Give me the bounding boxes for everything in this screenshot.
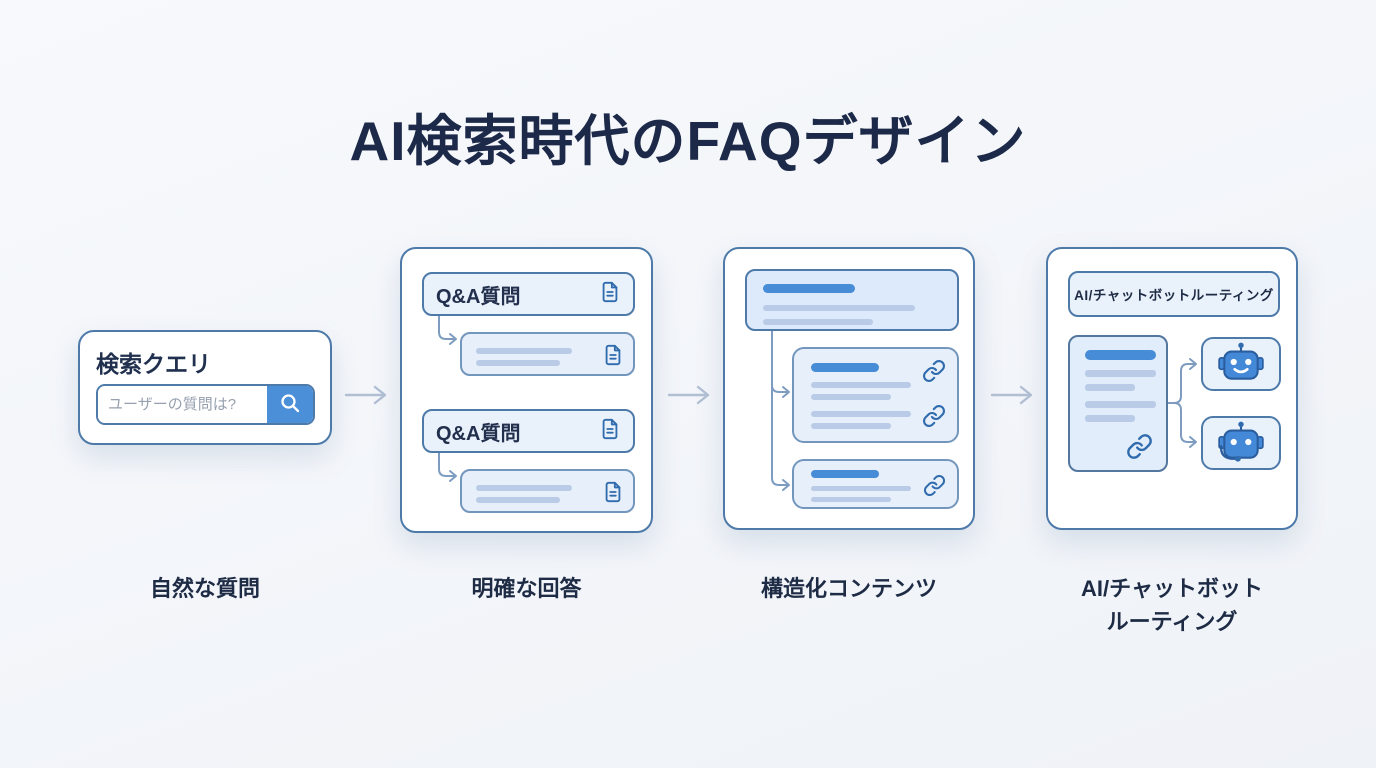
- search-panel-heading: 検索クエリ: [96, 351, 211, 377]
- text-line-placeholder: [476, 360, 560, 366]
- text-line-placeholder: [763, 319, 873, 325]
- title-bar-placeholder: [811, 363, 879, 372]
- document-icon: [599, 281, 621, 308]
- structured-parent-box: [745, 269, 959, 331]
- text-line-placeholder: [811, 382, 911, 388]
- document-icon: [602, 481, 624, 508]
- text-line-placeholder: [476, 485, 572, 491]
- fork-connector-icon: [1168, 358, 1197, 448]
- text-line-placeholder: [811, 411, 911, 417]
- chatbot-card-1: [1201, 337, 1281, 391]
- step-label-line2: ルーティング: [1106, 609, 1238, 634]
- structured-child-box-2: [792, 459, 959, 509]
- search-button[interactable]: [267, 386, 313, 423]
- title-bar-placeholder: [811, 470, 879, 478]
- text-line-placeholder: [1085, 370, 1156, 377]
- qa-question-box-1: Q&A質問: [422, 272, 635, 316]
- page-title: AI検索時代のFAQデザイン: [349, 110, 1027, 172]
- text-line-placeholder: [1085, 415, 1135, 422]
- search-bar: [96, 384, 315, 425]
- flow-arrow-icon: [344, 385, 387, 405]
- structured-child-box-1: [792, 347, 959, 443]
- step-label-line1: AI/チャットボット: [1081, 576, 1263, 601]
- link-icon: [922, 359, 946, 388]
- link-icon: [1126, 433, 1153, 465]
- text-line-placeholder: [476, 348, 572, 354]
- qa-answer-box-1: [460, 332, 635, 376]
- chatbot-card-2: [1201, 416, 1281, 470]
- flow-arrow-icon: [990, 385, 1033, 405]
- step-label-clear-answer: 明確な回答: [471, 576, 582, 601]
- step-label-structured-content: 構造化コンテンツ: [760, 576, 937, 601]
- text-line-placeholder: [763, 305, 915, 311]
- search-icon: [278, 391, 302, 418]
- text-line-placeholder: [811, 497, 891, 502]
- text-line-placeholder: [811, 423, 891, 429]
- link-icon: [922, 404, 946, 433]
- step-label-chatbot-routing: AI/チャットボット ルーティング: [1046, 572, 1298, 638]
- robot-smile-icon: [1216, 341, 1266, 388]
- search-input[interactable]: [98, 386, 267, 423]
- text-line-placeholder: [1085, 401, 1156, 408]
- qa-question-label: Q&A質問: [436, 285, 521, 308]
- routing-header: AI/チャットボットルーティング: [1068, 271, 1280, 317]
- elbow-connector-icon: [438, 453, 457, 482]
- elbow-connector-icon: [438, 316, 457, 345]
- panel-chatbot-routing: AI/チャットボットルーティング: [1046, 247, 1298, 530]
- document-icon: [602, 344, 624, 371]
- panel-structured-content: [723, 247, 975, 530]
- qa-answer-box-2: [460, 469, 635, 513]
- link-icon: [923, 474, 946, 502]
- title-bar-placeholder: [763, 284, 855, 293]
- title-bar-placeholder: [1085, 350, 1156, 360]
- step-label-natural-question: 自然な質問: [149, 576, 260, 601]
- robot-headset-icon: [1216, 420, 1266, 467]
- text-line-placeholder: [1085, 384, 1135, 391]
- text-line-placeholder: [811, 394, 891, 400]
- qa-question-box-2: Q&A質問: [422, 409, 635, 453]
- tree-connector-icon: [771, 331, 790, 491]
- text-line-placeholder: [811, 486, 911, 491]
- routing-source-card: [1068, 335, 1168, 472]
- qa-question-label: Q&A質問: [436, 422, 521, 445]
- flow-arrow-icon: [667, 385, 710, 405]
- panel-clear-answers: Q&A質問 Q&A質問: [400, 247, 653, 533]
- panel-search-query: 検索クエリ: [78, 330, 332, 445]
- text-line-placeholder: [476, 497, 560, 503]
- document-icon: [599, 418, 621, 445]
